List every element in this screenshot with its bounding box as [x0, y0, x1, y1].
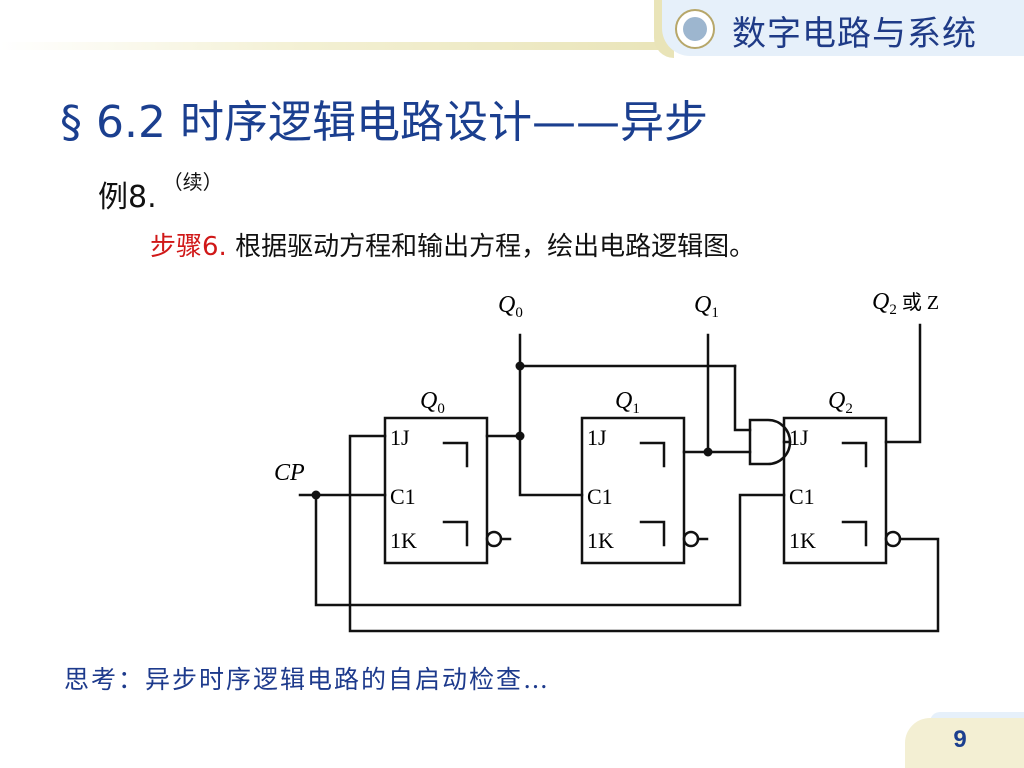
- junction-q1-and: [703, 447, 713, 457]
- ff1-pin-k: 1K: [587, 528, 614, 553]
- clock-label: CP: [274, 460, 305, 486]
- and-gate: [748, 418, 792, 466]
- ff1-label: Q1: [615, 388, 640, 417]
- ff1-qbar-bubble: [682, 530, 700, 548]
- ff0-mark-top: [442, 441, 469, 468]
- think-note: 思考：异步时序逻辑电路的自启动检查…: [64, 665, 551, 694]
- slide-title: § 6.2 时序逻辑电路设计——异步: [60, 97, 708, 148]
- junction-cp: [311, 490, 321, 500]
- page-number: 9: [953, 726, 967, 753]
- output-label-q0: Q0: [498, 292, 523, 321]
- header-course-tab: [662, 0, 1024, 56]
- ff0-qbar-bubble: [485, 530, 503, 548]
- ff2-pin-j: 1J: [789, 425, 809, 450]
- ff1-box: [580, 416, 686, 565]
- wire-q2bar-feedback: [348, 434, 940, 633]
- ff1-pin-j: 1J: [587, 425, 607, 450]
- junction-q0-c1: [515, 431, 525, 441]
- junction-q0-and: [515, 361, 525, 371]
- output-label-q1: Q1: [694, 292, 719, 321]
- ff0-pin-c: C1: [390, 484, 416, 509]
- ff2-mark-bottom: [841, 520, 868, 547]
- ff2-pin-k: 1K: [789, 528, 816, 553]
- wire-q0-to-c1-ff1: [518, 434, 584, 497]
- wire-q0-out: [485, 333, 522, 438]
- ff1-mark-top: [639, 441, 666, 468]
- wire-and-in-a: [733, 364, 752, 432]
- ff0-pin-k: 1K: [390, 528, 417, 553]
- ff2-label: Q2: [828, 388, 853, 417]
- ff0-pin-j: 1J: [390, 425, 410, 450]
- ff2-qbar-bubble: [884, 530, 902, 548]
- ff1-pin-c: C1: [587, 484, 613, 509]
- ff2-mark-top: [841, 441, 868, 468]
- ff0-label: Q0: [420, 388, 445, 417]
- step-label: 步骤6.: [150, 232, 227, 262]
- ff2-box: [782, 416, 888, 565]
- output-label-q2-z: Q2 或 Z: [872, 289, 939, 318]
- ff2-pin-c: C1: [789, 484, 815, 509]
- example-label: 例8.: [98, 180, 157, 215]
- wire-q2-out: [884, 323, 922, 444]
- footer-page-tab: [905, 718, 1024, 768]
- ff0-box: [383, 416, 489, 565]
- ff1-mark-bottom: [639, 520, 666, 547]
- university-seal-icon: [675, 9, 715, 49]
- wire-q1-out: [682, 333, 710, 454]
- step-text: 根据驱动方程和输出方程，绘出电路逻辑图。: [235, 232, 756, 262]
- example-heading: 例8.（续）: [98, 170, 223, 216]
- wire-cp-to-ff2: [314, 493, 786, 607]
- header-decor-bar: [0, 42, 680, 50]
- course-title: 数字电路与系统: [732, 14, 977, 54]
- seal-emblem: [683, 17, 707, 41]
- ff0-mark-bottom: [442, 520, 469, 547]
- step-line: 步骤6. 根据驱动方程和输出方程，绘出电路逻辑图。: [150, 226, 755, 263]
- example-continued: （续）: [162, 170, 223, 194]
- footer-tab-edge: [930, 712, 1024, 722]
